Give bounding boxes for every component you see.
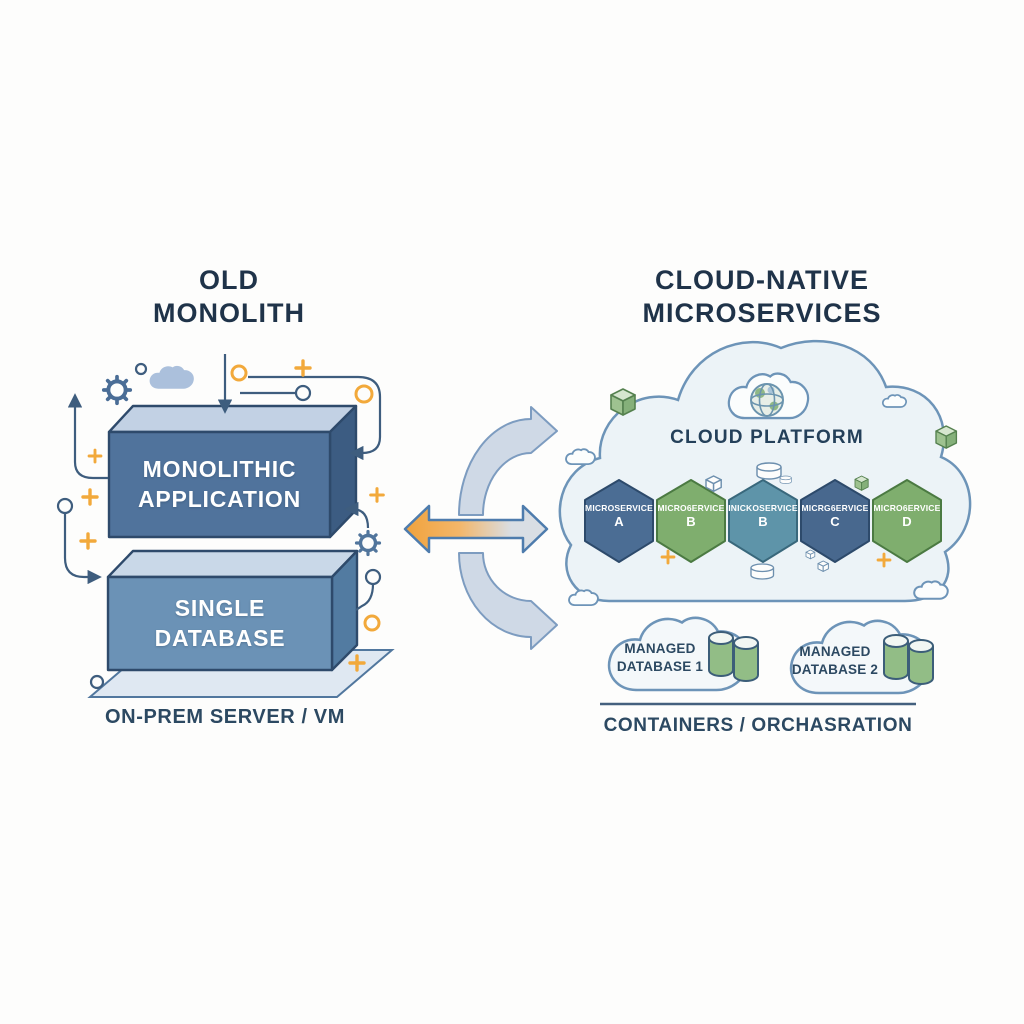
cube-outline-icon bbox=[805, 549, 816, 560]
cloud-platform-label: CLOUD PLATFORM bbox=[670, 427, 864, 448]
connector-into-database bbox=[63, 513, 102, 585]
managed-db-2-line2: DATABASE 2 bbox=[791, 662, 879, 678]
connector-dot-left bbox=[56, 497, 74, 515]
green-cube-icon bbox=[935, 425, 958, 449]
microservice-b-name: MICRO6ERVICE bbox=[657, 503, 725, 513]
microservice-d-name: MICRO6ERVICE bbox=[873, 503, 941, 513]
managed-db-1-line2: DATABASE 1 bbox=[616, 659, 704, 675]
migration-arrows bbox=[403, 406, 558, 650]
monolithic-application-label: MONOLITHIC APPLICATION bbox=[109, 434, 330, 535]
cylinder-outline-icon-tiny bbox=[779, 475, 792, 484]
containers-caption: CONTAINERS / ORCHASRATION bbox=[603, 715, 913, 736]
managed-database-2-label: MANAGED DATABASE 2 bbox=[779, 643, 891, 679]
microservice-b-label: MICRO6ERVICE B bbox=[655, 503, 727, 530]
microservice-a-label: MICROSERVICE A bbox=[583, 503, 655, 530]
left-title-line1: OLD bbox=[199, 265, 259, 295]
connector-up-arrow bbox=[67, 393, 108, 480]
right-title-line1: CLOUD-NATIVE bbox=[655, 265, 869, 295]
microservice-c-name: MICRG6ERVICE bbox=[801, 503, 869, 513]
cylinder-outline-icon bbox=[750, 563, 775, 580]
hexagon-microservice-b bbox=[656, 479, 726, 563]
hexagon-microservice-a bbox=[584, 479, 654, 563]
microservice-a-letter: A bbox=[614, 513, 624, 529]
microservice-a-name: MICROSERVICE bbox=[585, 503, 653, 513]
small-cloud-outline bbox=[565, 448, 596, 466]
small-solid-cloud-icon bbox=[149, 365, 194, 389]
small-cloud-outline bbox=[568, 589, 599, 607]
single-database-box bbox=[106, 549, 359, 672]
microservice-c-label: MICRG6ERVICE C bbox=[799, 503, 871, 530]
cylinder-outline-icon bbox=[756, 462, 782, 480]
right-title-line2: MICROSERVICES bbox=[642, 297, 882, 328]
microservice-b-letter: B bbox=[686, 513, 696, 529]
microservice-b2-label: INICKOSERVICE B bbox=[727, 503, 799, 530]
microservice-hexagons bbox=[584, 479, 942, 563]
hexagon-microservice-b2 bbox=[728, 479, 798, 563]
left-connectors bbox=[56, 354, 382, 690]
microservice-c-letter: C bbox=[830, 513, 840, 529]
connector-curve-right bbox=[355, 583, 375, 611]
database-cylinder-icon bbox=[733, 636, 759, 682]
microservice-d-label: MICRO6ERVICE D bbox=[871, 503, 943, 530]
connector-gear-arrow bbox=[344, 501, 370, 529]
connector-dot-right bbox=[364, 568, 382, 586]
connector-loop-right bbox=[248, 375, 382, 461]
managed-db-1-line1: MANAGED bbox=[624, 641, 696, 656]
single-database-label: SINGLE DATABASE bbox=[108, 579, 332, 668]
managed-database-1-label: MANAGED DATABASE 1 bbox=[604, 640, 716, 676]
left-title: OLD MONOLITH bbox=[119, 264, 339, 330]
right-title: CLOUD-NATIVE MICROSERVICES bbox=[612, 264, 912, 330]
cube-outline-icon bbox=[817, 560, 829, 572]
hexagon-microservice-d bbox=[872, 479, 942, 563]
small-circle-outline-bottom bbox=[89, 674, 105, 690]
database-label-line1: SINGLE bbox=[174, 594, 266, 621]
monolithic-application-box bbox=[107, 404, 358, 539]
monolith-label-line1: MONOLITHIC bbox=[142, 455, 297, 482]
globe-icon bbox=[750, 383, 784, 417]
curved-arrow-bottom bbox=[458, 552, 558, 650]
double-arrow bbox=[403, 504, 549, 554]
gear-icon bbox=[354, 529, 382, 557]
microservice-d-letter: D bbox=[902, 513, 912, 529]
gear-icon bbox=[101, 374, 133, 406]
monolith-label-line2: APPLICATION bbox=[138, 485, 301, 512]
microservice-b2-letter: B bbox=[758, 513, 768, 529]
orange-accents-left bbox=[79, 359, 385, 672]
microservice-b2-name: INICKOSERVICE bbox=[728, 503, 798, 513]
left-title-line2: MONOLITH bbox=[153, 297, 305, 328]
cube-outline-icon bbox=[705, 475, 722, 492]
small-circle-outline bbox=[134, 362, 148, 376]
green-cube-icon bbox=[610, 388, 636, 416]
managed-db-2-line1: MANAGED bbox=[799, 644, 871, 659]
curved-arrow-top bbox=[458, 406, 558, 516]
green-cube-icon-small bbox=[854, 475, 869, 491]
on-prem-caption: ON-PREM SERVER / VM bbox=[105, 706, 345, 728]
database-cylinder-icon bbox=[908, 639, 934, 685]
database-label-line2: DATABASE bbox=[154, 624, 286, 651]
hexagon-microservice-c bbox=[800, 479, 870, 563]
connector-dot bbox=[294, 384, 312, 402]
